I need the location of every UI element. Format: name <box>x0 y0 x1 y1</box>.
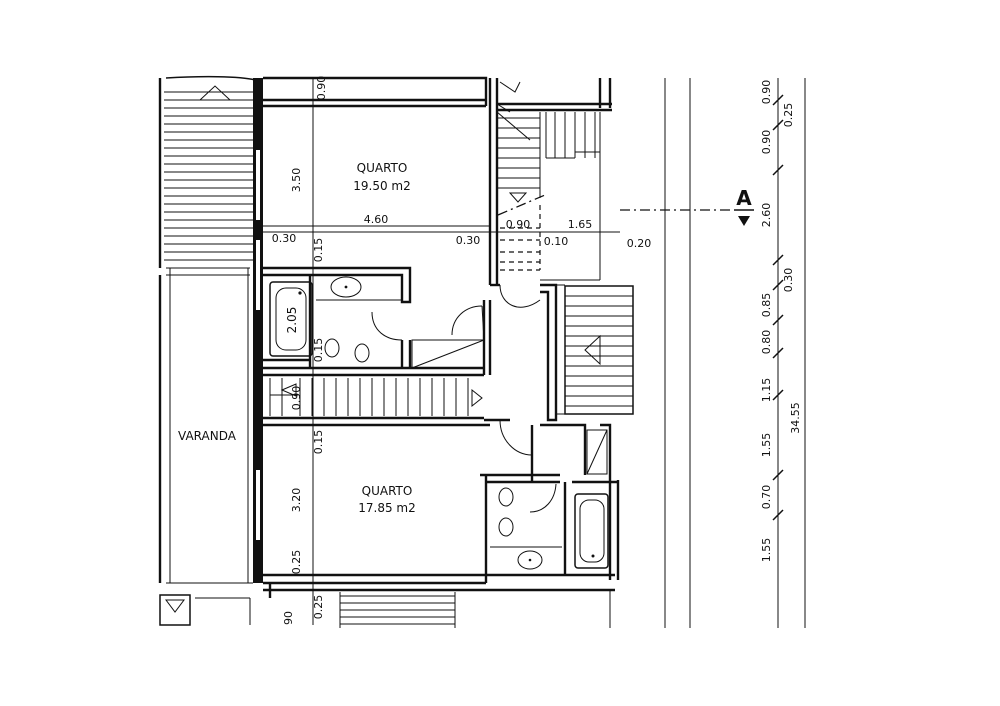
toilet-2-icon <box>498 487 514 507</box>
dim-320: 3.20 <box>290 488 303 513</box>
dim-015-c: 0.15 <box>312 430 325 455</box>
bottom-stairs <box>159 590 611 628</box>
chain-025: 0.25 <box>782 103 795 128</box>
dim-090-stair: 0.90 <box>506 218 531 231</box>
bathroom-1: 2.05 <box>269 276 485 369</box>
section-marker-label: A <box>736 186 752 210</box>
dim-030-mid: 0.30 <box>456 234 481 247</box>
dim-015-a: 0.15 <box>312 238 325 263</box>
bidet-icon <box>354 343 370 363</box>
sink-2-icon <box>517 550 543 570</box>
varanda-label: VARANDA <box>178 429 237 443</box>
dim-165: 1.65 <box>568 218 593 231</box>
bathtub-dimension: 2.05 <box>285 307 299 334</box>
dim-030-left: 0.30 <box>272 232 297 245</box>
bidet-2-icon <box>498 517 514 537</box>
dim-top-090: 0.90 <box>315 76 328 101</box>
chain-030: 0.30 <box>782 268 795 293</box>
bathroom-2 <box>490 429 609 570</box>
room-quarto-1: QUARTO 19.50 m2 <box>353 161 411 193</box>
interior-dimensions: 0.90 3.50 4.60 0.30 0.15 0.30 0.90 1.65 … <box>272 76 652 625</box>
toilet-icon <box>324 338 340 358</box>
right-exterior-stairs <box>556 284 634 415</box>
lower-stairs <box>269 378 483 416</box>
chain-080: 0.80 <box>760 330 773 355</box>
exterior-lines <box>664 78 806 628</box>
section-marker-a: A <box>620 186 754 226</box>
sink-icon <box>330 276 362 298</box>
veranda-stairs-top <box>158 75 256 276</box>
chain-155-b: 1.55 <box>760 538 773 563</box>
chain-090-b: 0.90 <box>760 130 773 155</box>
room-quarto-1-area: 19.50 m2 <box>353 179 411 193</box>
room-quarto-1-name: QUARTO <box>357 161 408 175</box>
dim-350: 3.50 <box>290 168 303 193</box>
dim-025-a: 0.25 <box>290 550 303 575</box>
dim-020: 0.20 <box>627 237 652 250</box>
varanda: VARANDA <box>158 268 253 584</box>
dim-010: 0.10 <box>544 235 569 248</box>
dim-090-c: 0.90 <box>290 386 303 411</box>
chain-085: 0.85 <box>760 293 773 318</box>
dimension-chain: 0.90 0.25 0.90 2.60 0.30 0.85 0.80 1.15 … <box>760 78 802 628</box>
walls <box>253 76 620 598</box>
chain-155-a: 1.55 <box>760 433 773 458</box>
dim-460: 4.60 <box>364 213 389 226</box>
room-quarto-2-area: 17.85 m2 <box>358 501 416 515</box>
dim-90-bottom: 90 <box>282 611 295 625</box>
dim-015-b: 0.15 <box>312 338 325 363</box>
hall-doors <box>451 305 557 513</box>
chain-115: 1.15 <box>760 378 773 403</box>
room-quarto-2: QUARTO 17.85 m2 <box>358 484 416 515</box>
chain-070: 0.70 <box>760 485 773 510</box>
chain-total: 34.55 <box>789 402 802 434</box>
room-quarto-2-name: QUARTO <box>362 484 413 498</box>
chain-260: 2.60 <box>760 203 773 228</box>
central-staircase <box>496 81 601 308</box>
chain-090-a: 0.90 <box>760 80 773 105</box>
dim-025-b: 0.25 <box>312 595 325 620</box>
